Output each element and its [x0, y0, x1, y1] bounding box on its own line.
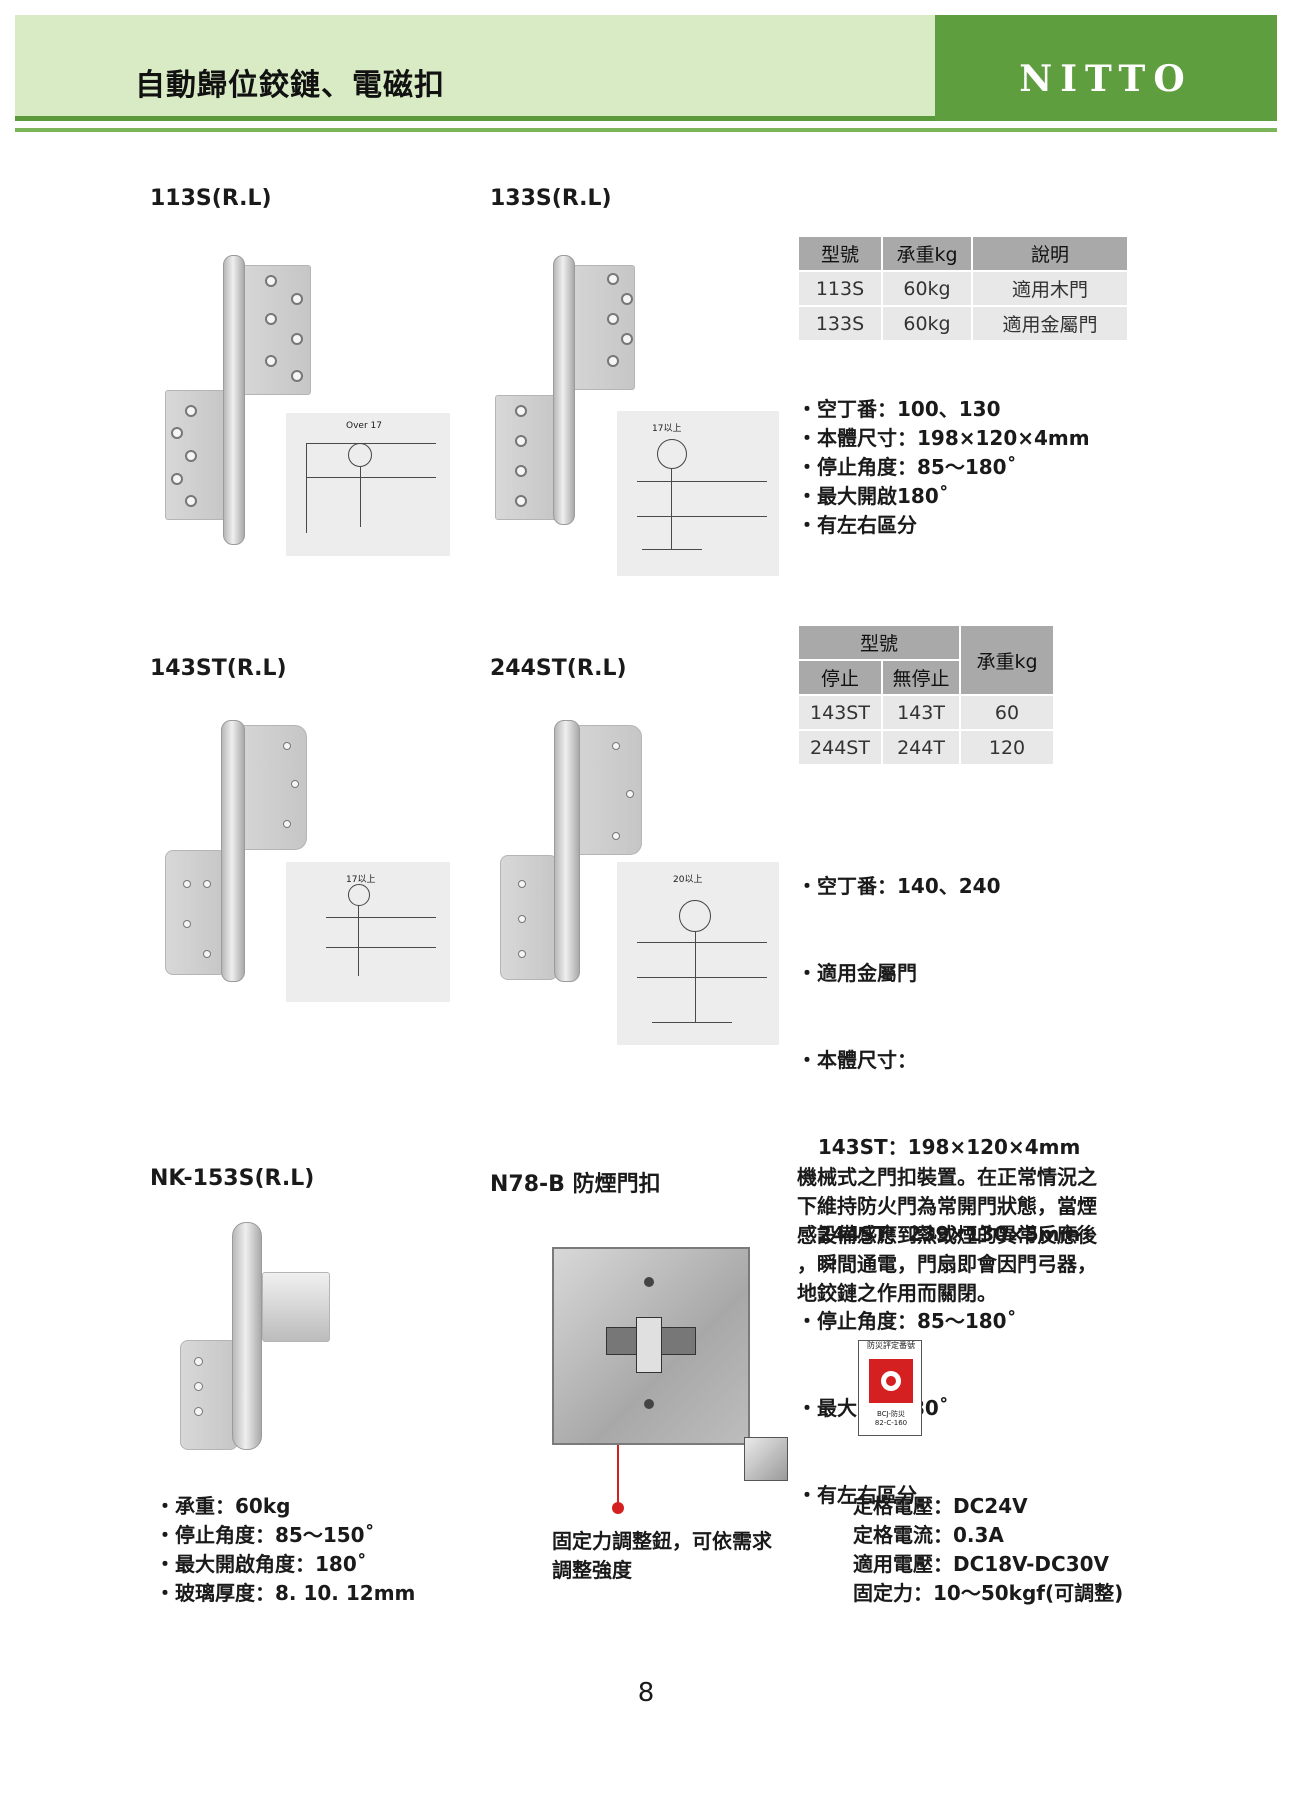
- model-133s-title: 133S(R.L): [490, 186, 612, 211]
- spec-table-2: 型號 承重kg 停止 無停止 143ST 143T 60 244ST 244T …: [797, 624, 1055, 766]
- table-row: 113S 60kg 適用木門: [799, 272, 1127, 305]
- n78b-image: [552, 1247, 800, 1483]
- table1-cell: 133S: [799, 307, 881, 340]
- cert-number: 82-C-160: [874, 1419, 908, 1427]
- bullet-item: ・有左右區分: [797, 1483, 917, 1507]
- table2-header-stop: 停止: [799, 661, 881, 694]
- n78b-description: 機械式之門扣裝置。在正常情況之 下維持防火門為常開門狀態，當煙 感設備感應到熱或…: [797, 1163, 1097, 1308]
- bullet-item: ・最大開啟角度：180˚: [155, 1552, 367, 1576]
- table-row: 133S 60kg 適用金屬門: [799, 307, 1127, 340]
- diagram-143st-label: 17以上: [346, 875, 376, 885]
- table1-cell: 適用木門: [973, 272, 1127, 305]
- model-113s-title: 113S(R.L): [150, 186, 272, 211]
- hinge-244st-diagram: 20以上: [617, 862, 779, 1045]
- spec-item: 定格電流：0.3A: [853, 1523, 1004, 1547]
- table1-cell: 60kg: [883, 272, 971, 305]
- spec-table-1: 型號 承重kg 說明 113S 60kg 適用木門 133S 60kg 適用金屬…: [797, 235, 1129, 342]
- callout-line-text: 調整強度: [552, 1558, 632, 1582]
- bullet-item: ・玻璃厚度：8. 10. 12mm: [155, 1581, 416, 1605]
- bullet-item: ・承重：60kg: [155, 1494, 291, 1518]
- bullet-item: ・停止角度：85〜150˚: [155, 1523, 375, 1547]
- hinge-113s-image: [165, 255, 325, 545]
- table2-cell: 244T: [883, 731, 959, 764]
- cert-house-icon: [869, 1359, 913, 1403]
- bullet-item: 143ST：198×120×4mm: [797, 1135, 1081, 1159]
- table-row: 143ST 143T 60: [799, 696, 1053, 729]
- page-number: 8: [637, 1678, 655, 1708]
- callout-text: 固定力調整鈕，可依需求 調整強度: [552, 1527, 772, 1585]
- model-244st-title: 244ST(R.L): [490, 656, 627, 681]
- cert-code: BCJ-防災: [877, 1410, 905, 1418]
- bullet-item: ・停止角度：85〜180˚: [797, 455, 1017, 479]
- nk153s-bullets: ・承重：60kg ・停止角度：85〜150˚ ・最大開啟角度：180˚ ・玻璃厚…: [155, 1492, 415, 1608]
- spec-item: 定格電壓：DC24V: [853, 1494, 1028, 1518]
- page-title: 自動歸位鉸鏈、電磁扣: [135, 68, 445, 103]
- cert-label: 防災評定番號: [867, 1341, 915, 1350]
- description-line: 下維持防火門為常開門狀態，當煙: [797, 1194, 1097, 1218]
- table1-header-desc: 說明: [973, 237, 1127, 270]
- spec-item: 固定力：10〜50kgf(可調整): [853, 1581, 1124, 1605]
- model-143st-title: 143ST(R.L): [150, 656, 287, 681]
- description-line: 感設備感應到熱或煙的異常反應後: [797, 1223, 1097, 1247]
- bullet-item: ・最大開啟180˚: [797, 484, 949, 508]
- table2-cell: 244ST: [799, 731, 881, 764]
- nk153s-image: [180, 1222, 330, 1452]
- table1-cell: 60kg: [883, 307, 971, 340]
- spec-item: 適用電壓：DC18V-DC30V: [853, 1552, 1110, 1576]
- description-line: 地鉸鏈之作用而關閉。: [797, 1281, 997, 1305]
- table2-header-nostop: 無停止: [883, 661, 959, 694]
- table2-cell: 143T: [883, 696, 959, 729]
- model-nk153s-title: NK-153S(R.L): [150, 1166, 315, 1191]
- callout-dot-icon: [612, 1502, 624, 1514]
- section1-bullets: ・空丁番：100、130 ・本體尺寸：198×120×4mm ・停止角度：85〜…: [797, 395, 1090, 540]
- bullet-item: ・本體尺寸：: [797, 1048, 917, 1072]
- description-line: ，瞬間通電，門扇即會因門弓器，: [797, 1252, 1097, 1276]
- certification-mark: 防災評定番號 BCJ-防災 82-C-160: [858, 1340, 922, 1436]
- model-n78b-title: N78-B 防煙門扣: [490, 1172, 661, 1197]
- table2-cell: 143ST: [799, 696, 881, 729]
- bullet-item: 244ST：239×130×5mm: [797, 1222, 1081, 1246]
- table1-cell: 適用金屬門: [973, 307, 1127, 340]
- table2-header-load: 承重kg: [961, 626, 1053, 694]
- callout-line-text: 固定力調整鈕，可依需求: [552, 1529, 772, 1553]
- hinge-113s-diagram: Over 17: [286, 413, 450, 556]
- hinge-133s-image: [495, 255, 655, 525]
- hinge-133s-diagram: 17以上: [617, 411, 779, 576]
- table2-cell: 120: [961, 731, 1053, 764]
- header-divider: [15, 128, 1277, 132]
- bullet-item: ・本體尺寸：198×120×4mm: [797, 426, 1090, 450]
- bullet-item: ・停止角度：85〜180˚: [797, 1309, 1017, 1333]
- hinge-244st-image: [500, 720, 660, 982]
- description-line: 機械式之門扣裝置。在正常情況之: [797, 1165, 1097, 1189]
- bullet-item: ・有左右區分: [797, 513, 917, 537]
- bullet-item: ・空丁番：140、240: [797, 874, 1001, 898]
- table1-header-model: 型號: [799, 237, 881, 270]
- brand-logo: NITTO: [1019, 58, 1193, 100]
- diagram-133s-label: 17以上: [652, 424, 682, 434]
- bullet-item: ・適用金屬門: [797, 961, 917, 985]
- diagram-244st-label: 20以上: [673, 875, 703, 885]
- hinge-143st-image: [165, 720, 325, 982]
- diagram-113s-label: Over 17: [346, 421, 382, 431]
- bullet-item: ・最大開啟180˚: [797, 1394, 1080, 1423]
- section2-bullets: ・空丁番：140、240 ・適用金屬門 ・本體尺寸： 143ST：198×120…: [797, 814, 1080, 1539]
- table2-header-model: 型號: [799, 626, 959, 659]
- table1-cell: 113S: [799, 272, 881, 305]
- brand-box: [935, 15, 1277, 121]
- callout-line: [617, 1445, 619, 1507]
- table-row: 244ST 244T 120: [799, 731, 1053, 764]
- table1-header-load: 承重kg: [883, 237, 971, 270]
- bullet-item: ・空丁番：100、130: [797, 397, 1001, 421]
- n78b-specs: 定格電壓：DC24V 定格電流：0.3A 適用電壓：DC18V-DC30V 固定…: [853, 1492, 1123, 1608]
- hinge-143st-diagram: 17以上: [286, 862, 450, 1002]
- table2-cell: 60: [961, 696, 1053, 729]
